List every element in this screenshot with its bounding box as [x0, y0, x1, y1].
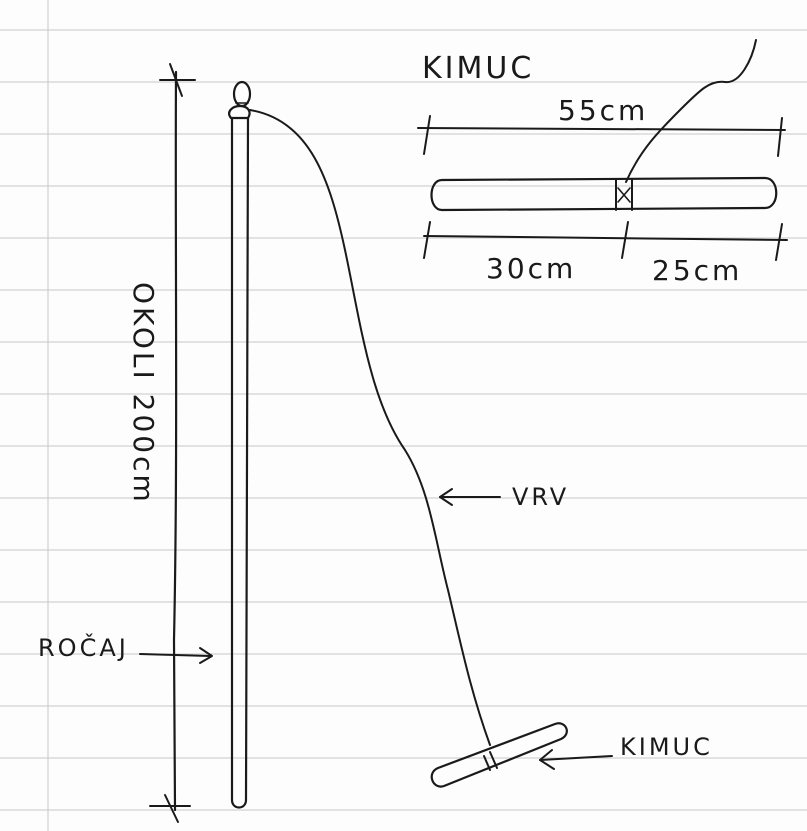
right-segment-label: 25cm [652, 254, 742, 287]
bottom-toggle [430, 722, 568, 788]
total-length-label: 55cm [558, 94, 648, 127]
pointer-arrows [139, 488, 613, 770]
string-label: VRV [512, 483, 569, 511]
handle-label: ROČAJ [38, 632, 129, 662]
toggle-label: KIMUC [620, 733, 713, 761]
title-label: KIMUC [422, 51, 534, 86]
string-line [249, 109, 491, 746]
toggle-detail [417, 39, 788, 261]
handle-length-label: OKOLI 200cm [127, 282, 160, 505]
handle-dimension-line [149, 63, 196, 823]
left-segment-label: 30cm [486, 252, 576, 285]
handle-stick [228, 80, 252, 809]
